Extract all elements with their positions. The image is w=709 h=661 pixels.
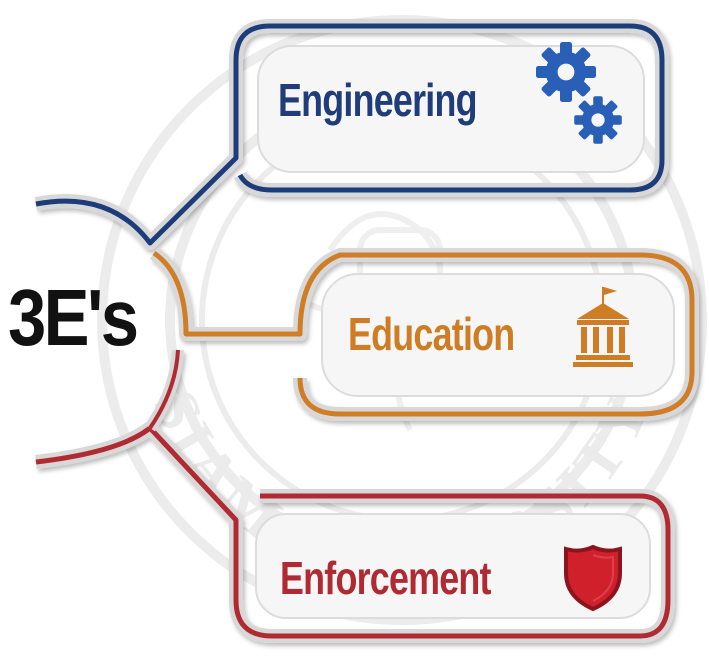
- gears-icon: [536, 42, 622, 144]
- education-label: Education: [348, 308, 515, 360]
- education-branch: [149, 247, 699, 421]
- enforcement-branch: [35, 349, 675, 643]
- enforcement-box: [255, 513, 651, 619]
- diagram-title: 3E's: [8, 273, 139, 362]
- engineering-branch: [34, 19, 669, 250]
- institution-building-icon: [573, 287, 633, 367]
- shield-badge-icon: [564, 544, 622, 612]
- enforcement-label: Enforcement: [280, 552, 492, 604]
- engineering-label: Engineering: [278, 74, 478, 126]
